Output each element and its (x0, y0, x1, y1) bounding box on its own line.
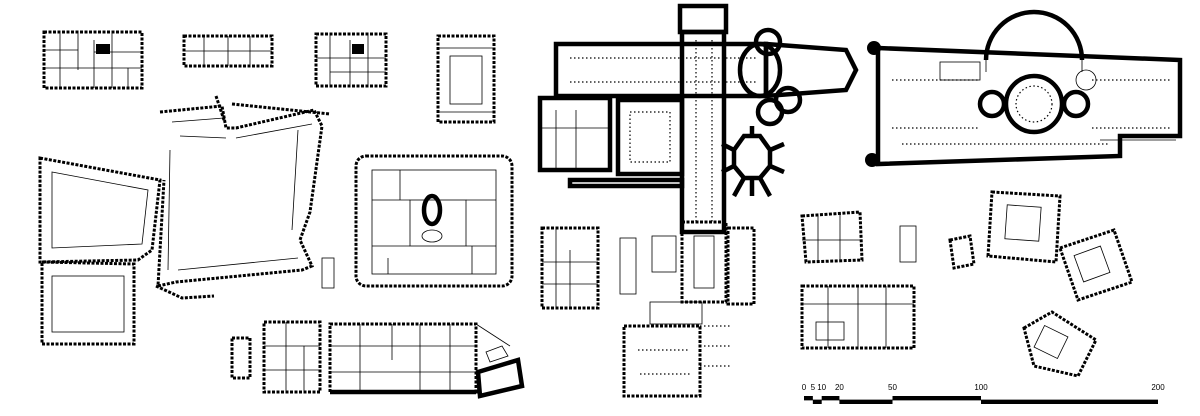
plan-courtyard-block (354, 154, 514, 288)
scale-tick-label: 100 (974, 383, 988, 392)
plan-bottom-strip (328, 322, 525, 399)
plan-small-2 (182, 34, 274, 68)
scale-tick-label: 0 (802, 383, 807, 392)
plan-rotated-cubes (948, 190, 1134, 378)
scale-bar-segment (892, 396, 981, 400)
scale-tick-label: 10 (817, 383, 826, 392)
scale-bar-segment (812, 400, 822, 404)
plan-large-complex (38, 95, 335, 346)
plan-cathedral (537, 3, 859, 235)
scale-bar-segment (981, 400, 1158, 404)
plan-cluster-right (800, 210, 917, 350)
scale-tick-label: 200 (1151, 383, 1165, 392)
scale-tick-label: 50 (888, 383, 897, 392)
scale-bar-segments (804, 396, 1158, 404)
scale-bar-segment (804, 396, 813, 400)
scale-bar-segment (839, 400, 893, 404)
scale-tick-label: 20 (835, 383, 844, 392)
scale-bar-segment (821, 396, 840, 400)
plan-small-1 (42, 30, 144, 90)
plan-bottom-left-block (230, 320, 322, 394)
plan-small-3 (314, 32, 388, 88)
plan-domed-basilica (865, 9, 1183, 167)
plan-small-4 (436, 34, 496, 124)
plan-group-middle (540, 220, 756, 398)
scale-tick-label: 5 (811, 383, 816, 392)
